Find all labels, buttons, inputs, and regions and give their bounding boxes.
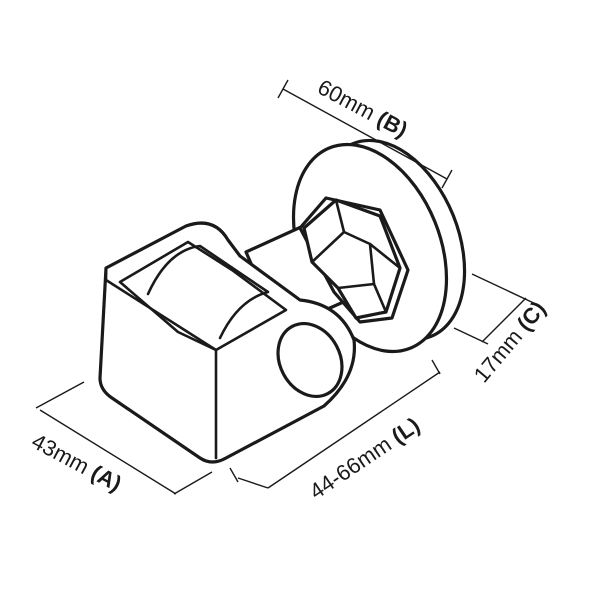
dimension-l-label: 44-66mm (L) bbox=[305, 412, 424, 504]
hinge-body bbox=[98, 221, 357, 464]
hex-nut bbox=[298, 196, 410, 324]
dimension-a-label: 43mm (A) bbox=[28, 428, 126, 496]
dimension-c-label: 17mm (C) bbox=[469, 296, 551, 387]
dimension-c: 17mm (C) bbox=[453, 273, 551, 387]
